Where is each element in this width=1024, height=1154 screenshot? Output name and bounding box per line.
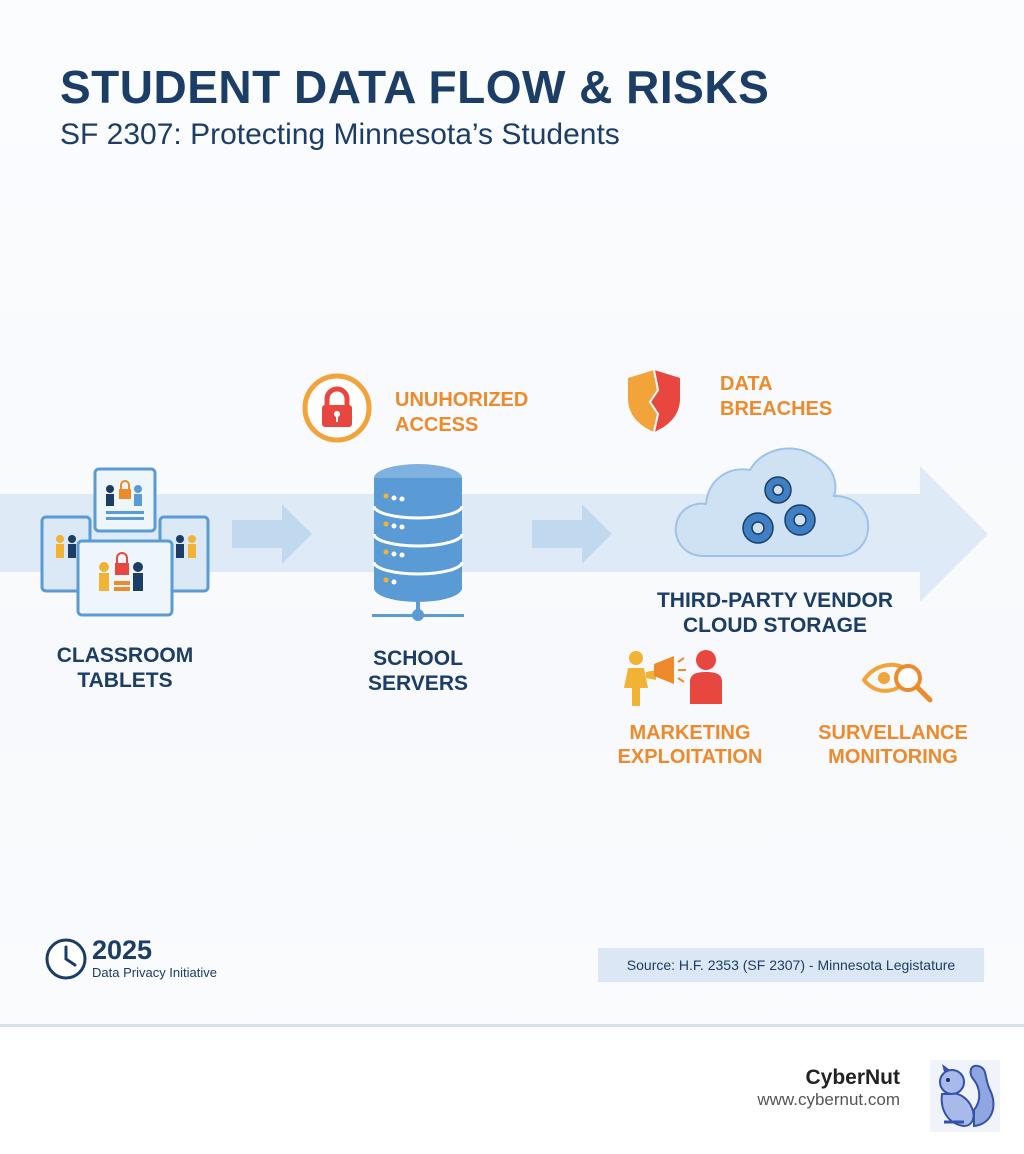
database-server-icon <box>372 464 464 621</box>
lock-icon <box>302 373 372 443</box>
node-cloud-label: THIRD-PARTY VENDOR CLOUD STORAGE <box>656 589 894 637</box>
tablets-icon <box>40 467 210 617</box>
risk-marketing-label: MARKETING EXPLOITATION <box>617 722 763 768</box>
squirrel-logo-icon <box>930 1060 1000 1132</box>
flow-arrow-1 <box>232 504 312 564</box>
cloud-gears-icon <box>674 447 870 557</box>
footer <box>0 1027 1024 1154</box>
megaphone-icon <box>624 650 722 706</box>
footer-brand: CyberNut <box>805 1066 900 1089</box>
risk-breaches-label: DATA BREACHES <box>720 373 833 420</box>
page-subtitle: SF 2307: Protecting Minnesota’s Students <box>60 118 620 151</box>
clock-icon <box>45 938 87 980</box>
footer-divider <box>0 1024 1024 1027</box>
risk-unauthorized-label: UNUHORIZED ACCESS <box>395 389 529 436</box>
source-note: Source: H.F. 2353 (SF 2307) - Minnesota … <box>598 948 984 982</box>
flow-arrow-2 <box>532 504 612 564</box>
badge-year: 2025 <box>92 935 153 965</box>
broken-shield-icon <box>628 369 680 433</box>
badge-label: Data Privacy Initiative <box>92 965 217 980</box>
page-title: STUDENT DATA FLOW & RISKS <box>60 61 770 113</box>
node-servers-label: SCHOOL SERVERS <box>368 647 468 695</box>
node-tablets-label: CLASSROOM TABLETS <box>56 644 194 692</box>
risk-surveillance-label: SURVELLANCE MONITORING <box>818 722 968 768</box>
footer-url-link[interactable]: www.cybernut.com <box>757 1090 900 1109</box>
eye-magnifier-icon <box>861 662 933 703</box>
